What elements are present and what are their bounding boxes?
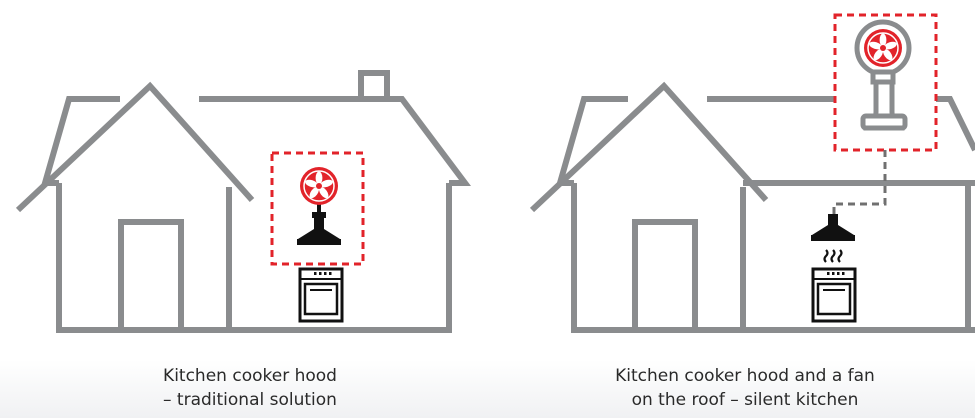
caption-roof-fan-line2: on the roof – silent kitchen xyxy=(580,388,910,412)
stove-icon xyxy=(300,269,342,321)
caption-traditional-line2: – traditional solution xyxy=(95,388,405,412)
caption-traditional: Kitchen cooker hood – traditional soluti… xyxy=(95,364,405,412)
fan-icon xyxy=(300,167,338,218)
caption-traditional-line1: Kitchen cooker hood xyxy=(95,364,405,388)
house-right xyxy=(532,86,975,330)
cooker-hood-icon xyxy=(297,218,341,245)
stove-icon xyxy=(813,269,855,321)
caption-roof-fan-line1: Kitchen cooker hood and a fan xyxy=(580,364,910,388)
house-left xyxy=(18,73,465,330)
steam-icon xyxy=(825,250,842,262)
caption-roof-fan: Kitchen cooker hood and a fan on the roo… xyxy=(580,364,910,412)
fan-icon xyxy=(864,29,902,67)
cooker-hood-icon xyxy=(811,214,855,241)
house-icon xyxy=(532,86,975,330)
house-icon xyxy=(18,73,465,330)
